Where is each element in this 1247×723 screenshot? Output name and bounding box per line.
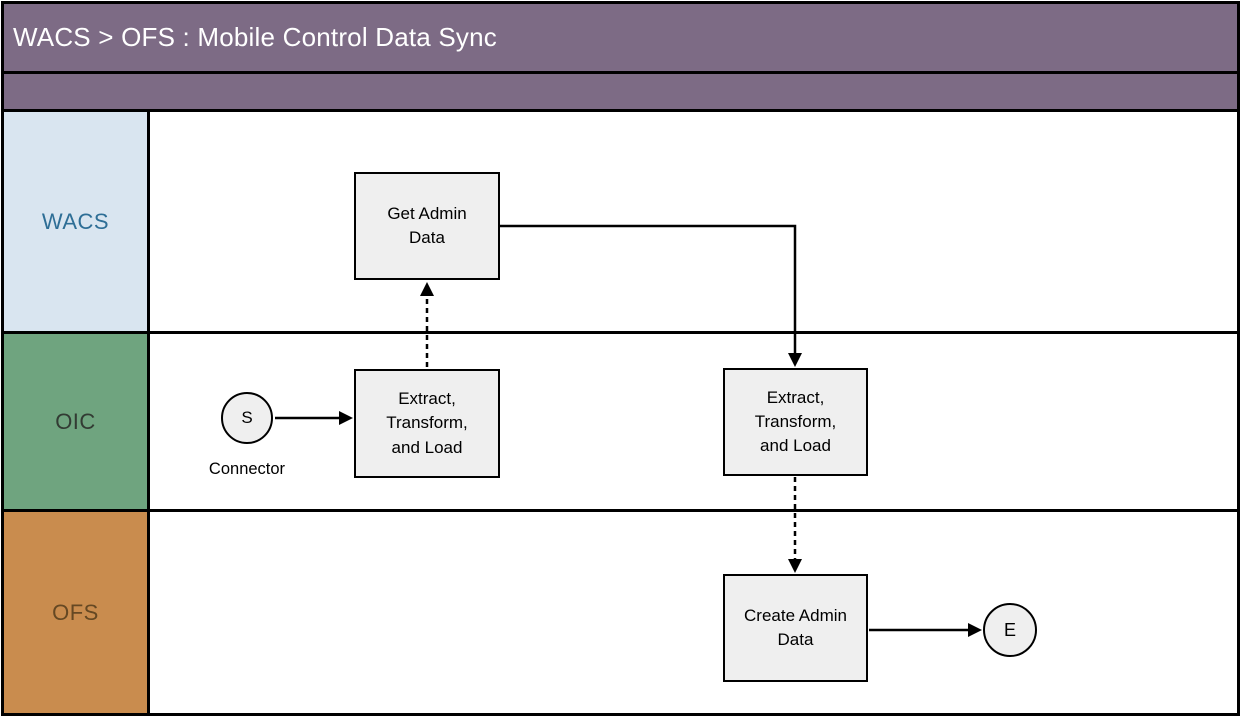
lane-body-oic — [150, 334, 1237, 509]
lane-body-wacs — [150, 112, 1237, 331]
lane-label-oic: OIC — [4, 334, 150, 509]
lane-label-text: OIC — [55, 408, 96, 434]
lane-body-ofs — [150, 512, 1237, 713]
diagram-title: WACS > OFS : Mobile Control Data Sync — [13, 22, 497, 52]
lane-wacs: WACS — [4, 112, 1237, 334]
lane-label-text: OFS — [52, 599, 99, 625]
lane-label-ofs: OFS — [4, 512, 150, 713]
lane-oic: OIC — [4, 334, 1237, 512]
lane-ofs: OFS — [4, 512, 1237, 713]
lane-label-text: WACS — [41, 208, 110, 234]
diagram-title-bar: WACS > OFS : Mobile Control Data Sync — [4, 4, 1237, 74]
lane-label-wacs: WACS — [4, 112, 150, 331]
diagram-subtitle-bar — [4, 74, 1237, 112]
